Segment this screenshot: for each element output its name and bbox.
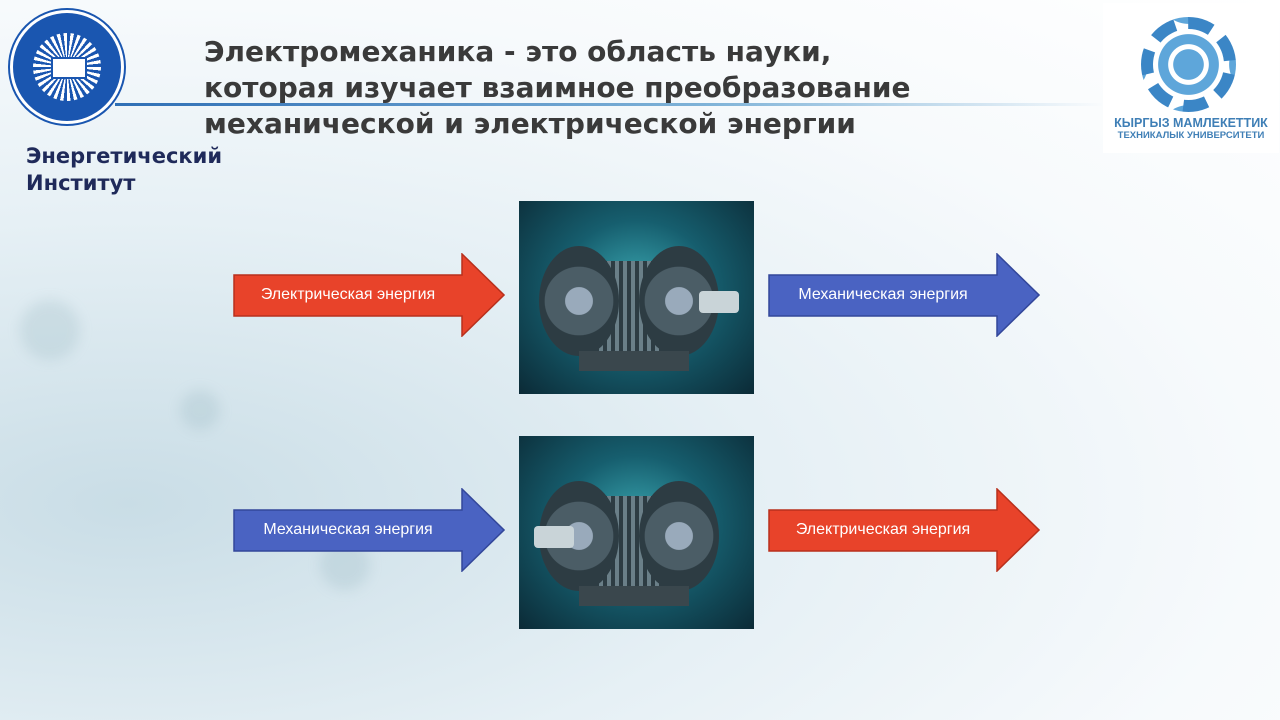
institute-label: Энергетический Институт [26, 143, 222, 197]
institute-line: Энергетический [26, 144, 223, 168]
university-name-line: КЫРГЫЗ МАМЛЕКЕТТИК [1114, 116, 1268, 130]
electric-motor-image [519, 201, 754, 394]
mechanical-energy-input-arrow: Механическая энергия [233, 488, 505, 572]
electric-energy-output-arrow: Электрическая энергия [768, 488, 1040, 572]
background-decoration [20, 300, 80, 360]
arrow-label: Электрическая энергия [260, 286, 436, 303]
title-underline [115, 103, 1105, 106]
university-name-line: ТЕХНИКАЛЫК УНИВЕРСИТЕТИ [1117, 130, 1265, 141]
title-line: Электромеханика - это область науки, [204, 35, 832, 68]
arrow-label: Механическая энергия [798, 286, 968, 303]
department-logo [10, 10, 124, 124]
electric-energy-input-arrow: Электрическая энергия [233, 253, 505, 337]
arrow-label: Электрическая энергия [795, 521, 971, 538]
mechanical-energy-output-arrow: Механическая энергия [768, 253, 1040, 337]
institute-line: Институт [26, 171, 136, 195]
generator-image [519, 436, 754, 629]
title-line: механической и электрической энергии [204, 107, 856, 140]
gear-icon [1141, 17, 1236, 112]
university-logo: КЫРГЫЗ МАМЛЕКЕТТИК ТЕХНИКАЛЫК УНИВЕРСИТЕ… [1103, 3, 1279, 153]
arrow-label: Механическая энергия [263, 521, 433, 538]
title-line: которая изучает взаимное преобразование [204, 71, 911, 104]
background-decoration [180, 390, 220, 430]
slide-title: Электромеханика - это область науки, кот… [204, 34, 910, 142]
